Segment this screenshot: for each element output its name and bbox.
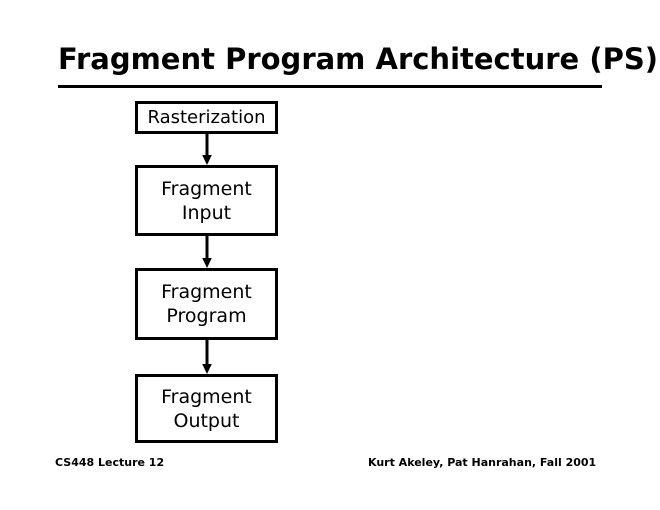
- flow-node-rasterization[interactable]: Rasterization: [135, 101, 278, 134]
- flow-node-fragment-program[interactable]: Fragment Program: [135, 268, 278, 340]
- down-arrow-icon: [198, 235, 216, 269]
- flow-node-label: Rasterization: [147, 106, 266, 128]
- title-divider: [58, 85, 602, 88]
- flow-node-label: Fragment Input: [161, 177, 252, 224]
- footer-left-text: CS448 Lecture 12: [55, 456, 165, 469]
- down-arrow-icon: [198, 133, 216, 166]
- flow-node-fragment-output[interactable]: Fragment Output: [135, 374, 278, 443]
- down-arrow-icon: [198, 339, 216, 375]
- footer-right-text: Kurt Akeley, Pat Hanrahan, Fall 2001: [368, 456, 597, 469]
- flow-node-label: Fragment Program: [161, 281, 252, 327]
- page-title: Fragment Program Architecture (PS): [58, 42, 658, 76]
- flow-node-fragment-input[interactable]: Fragment Input: [135, 165, 278, 236]
- flow-node-label: Fragment Output: [161, 385, 252, 432]
